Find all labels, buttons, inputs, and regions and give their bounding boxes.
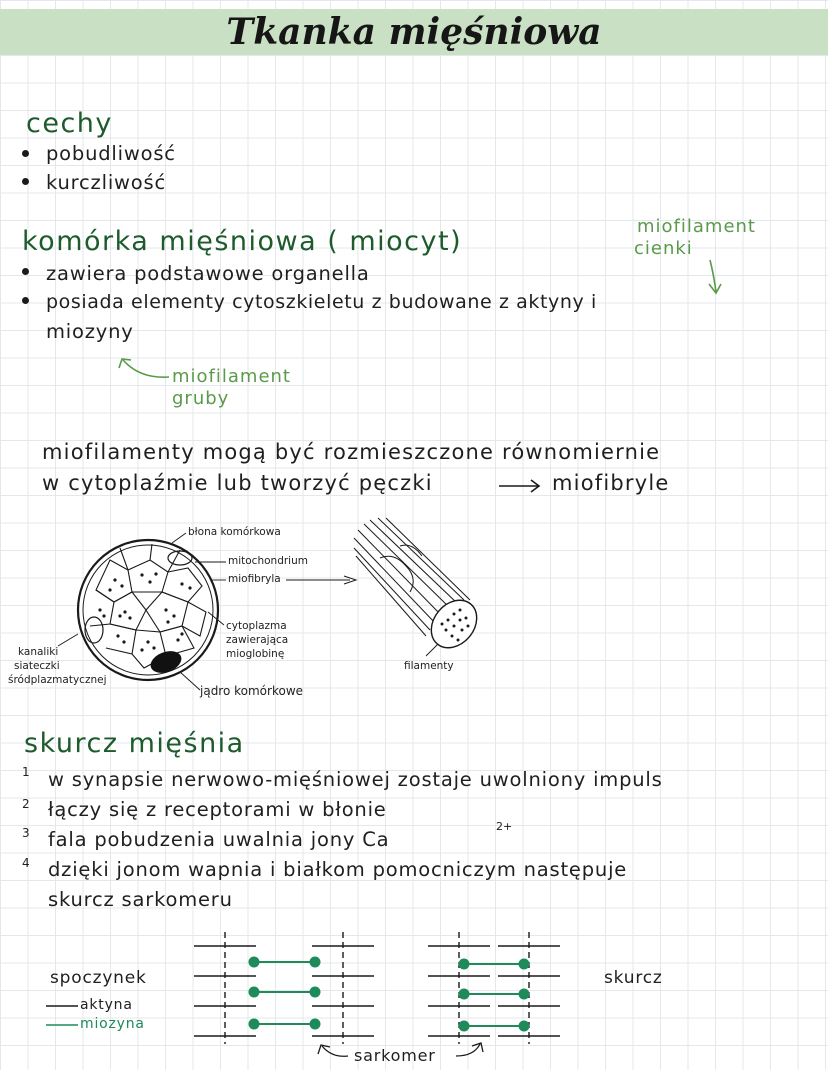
bullet bbox=[22, 268, 29, 275]
label-jadro: jądro komórkowe bbox=[200, 684, 304, 698]
step-number: 4 bbox=[22, 856, 30, 870]
step-number: 1 bbox=[22, 765, 30, 779]
bullet bbox=[22, 178, 29, 185]
label-kanaliki-3: śródplazmatycznej bbox=[8, 674, 107, 686]
label-cytoplazma-2: zawierająca bbox=[226, 634, 289, 646]
list-item: pobudliwość bbox=[46, 142, 176, 165]
heading-cechy: cechy bbox=[26, 108, 113, 139]
label-cytoplazma-3: mioglobinę bbox=[226, 648, 285, 660]
label-mito: mitochondrium bbox=[228, 555, 308, 567]
label-filamenty: filamenty bbox=[404, 660, 454, 672]
step-text-cont: skurcz sarkomeru bbox=[48, 888, 233, 911]
note-cienki-2: cienki bbox=[634, 238, 693, 259]
label-sarkomer: sarkomer bbox=[354, 1046, 436, 1065]
arrow-curved-icon bbox=[118, 358, 170, 378]
note-gruby-2: gruby bbox=[172, 388, 230, 409]
note-cienki-1: miofilament bbox=[637, 216, 756, 237]
label-blona: błona komórkowa bbox=[188, 526, 281, 538]
label-spoczynek: spoczynek bbox=[50, 968, 147, 988]
paragraph-line-1: miofilamenty mogą być rozmieszczone równ… bbox=[42, 440, 661, 464]
paragraph-line-2-end: miofibryle bbox=[552, 471, 670, 495]
heading-skurcz: skurcz mięśnia bbox=[24, 728, 245, 759]
label-miofibryla: miofibryla bbox=[228, 573, 281, 585]
step-text: dzięki jonom wapnia i białkom pomocniczy… bbox=[48, 858, 628, 881]
bullet bbox=[22, 297, 29, 304]
arrow-right-icon bbox=[499, 479, 541, 493]
list-item-cont: miozyny bbox=[46, 320, 134, 343]
note-gruby-1: miofilament bbox=[172, 366, 291, 387]
arrow-down-icon bbox=[708, 259, 722, 295]
label-kanaliki-1: kanaliki bbox=[18, 646, 59, 658]
list-item: posiada elementy cytoszkieletu z budowan… bbox=[46, 291, 597, 313]
superscript-charge: 2+ bbox=[496, 820, 513, 833]
page-title: Tkanka mięśniowa bbox=[226, 11, 602, 53]
step-text: łączy się z receptorami w błonie bbox=[48, 798, 387, 821]
bullet bbox=[22, 150, 29, 157]
label-cytoplazma-1: cytoplazma bbox=[226, 620, 287, 632]
heading-komorka: komórka mięśniowa ( miocyt) bbox=[22, 226, 463, 257]
list-item: kurczliwość bbox=[46, 171, 166, 194]
legend-aktyna: aktyna bbox=[80, 997, 133, 1013]
label-kanaliki-2: siateczki bbox=[14, 660, 60, 672]
title-band bbox=[0, 9, 828, 55]
paragraph-line-2: w cytoplaźmie lub tworzyć pęczki bbox=[42, 471, 433, 495]
step-text: fala pobudzenia uwalnia jony Ca bbox=[48, 828, 390, 851]
muscle-cell-cross-section bbox=[76, 538, 220, 682]
step-number: 3 bbox=[22, 826, 30, 840]
myofibril-bundle bbox=[353, 517, 478, 657]
legend-miozyna: miozyna bbox=[80, 1016, 145, 1032]
step-number: 2 bbox=[22, 797, 30, 811]
label-skurcz: skurcz bbox=[604, 968, 663, 988]
list-item: zawiera podstawowe organella bbox=[46, 262, 370, 285]
step-text: w synapsie nerwowo-mięśniowej zostaje uw… bbox=[48, 768, 663, 791]
